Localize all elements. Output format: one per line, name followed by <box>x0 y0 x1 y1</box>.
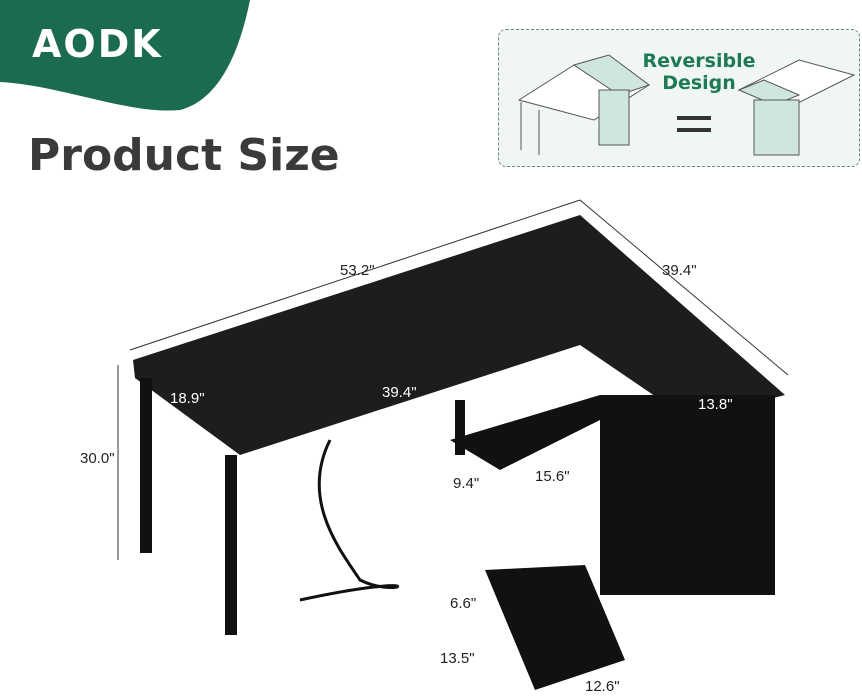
page-title: Product Size <box>28 130 340 181</box>
reversible-illustration <box>517 54 856 156</box>
reversible-design-panel: Reversible Design <box>498 29 860 167</box>
dimension-right-length: 39.4" <box>662 262 697 279</box>
dimension-top-length: 53.2" <box>340 262 375 279</box>
brand-logo: AODK <box>32 22 163 66</box>
dimension-drawer-height: 6.6" <box>450 595 477 612</box>
dimension-cabinet-depth: 13.8" <box>698 396 733 413</box>
reversible-label: Reversible Design <box>642 50 756 94</box>
dimension-height: 30.0" <box>80 450 115 467</box>
dimension-drawer-width: 12.6" <box>585 678 620 695</box>
dimension-inner-length: 39.4" <box>382 384 417 401</box>
dimension-depth-left: 18.9" <box>170 390 205 407</box>
dimension-drawer-depth: 13.5" <box>440 650 475 667</box>
brand-banner <box>0 0 250 111</box>
dimension-shelf-width: 15.6" <box>535 468 570 485</box>
dimension-shelf-height: 9.4" <box>453 475 480 492</box>
